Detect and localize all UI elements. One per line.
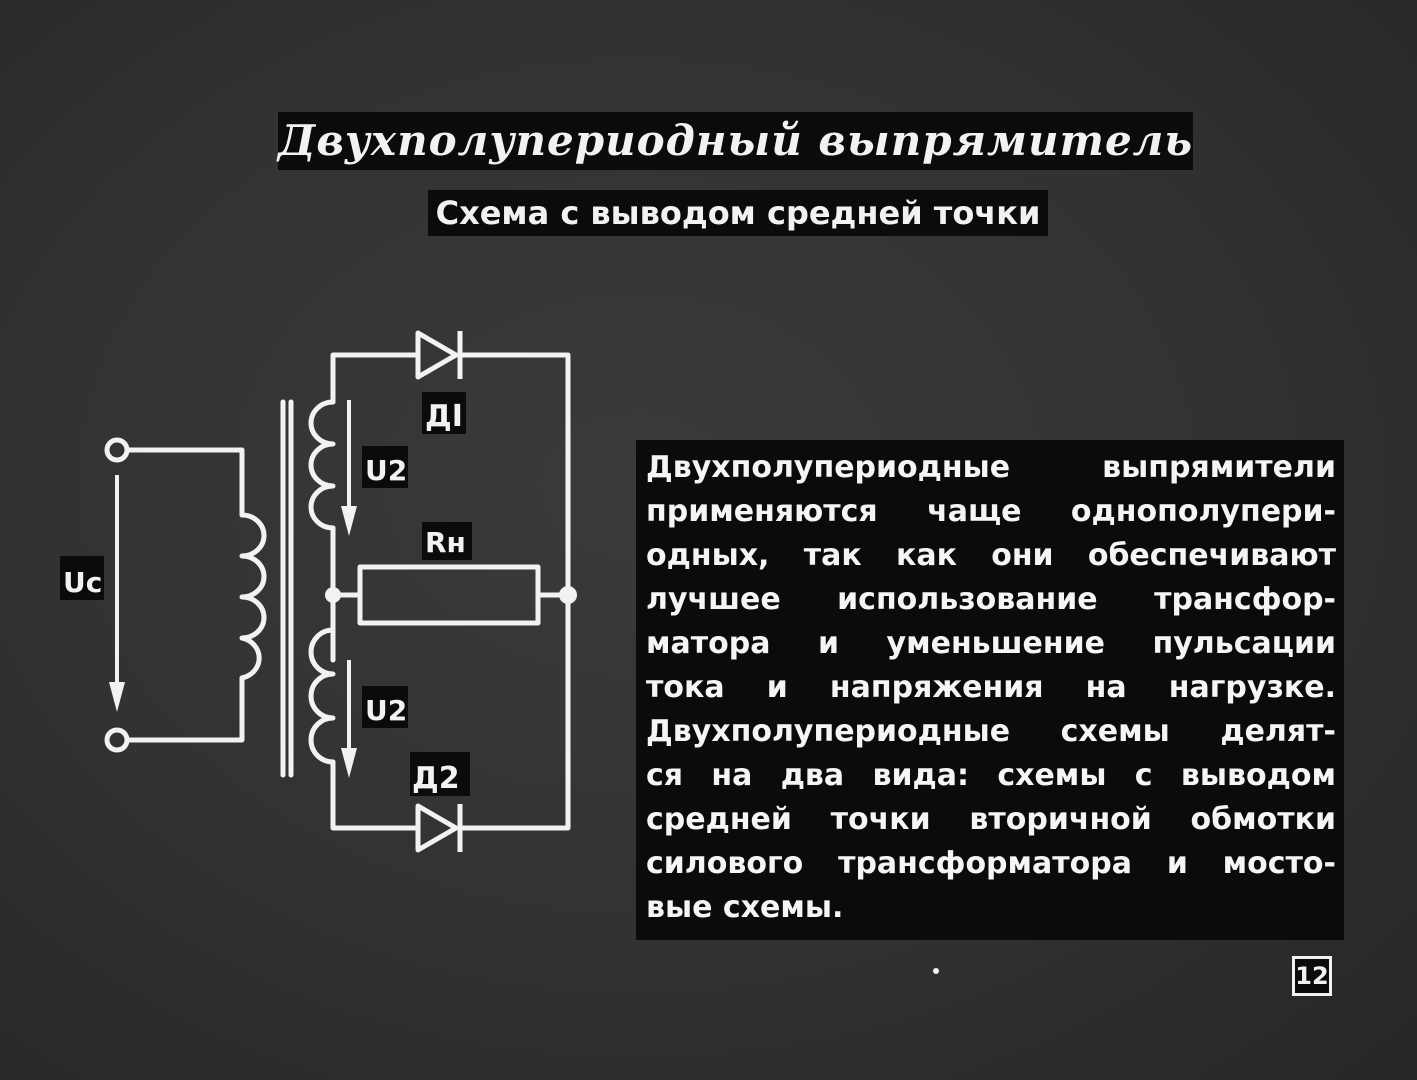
load-resistor xyxy=(357,564,541,626)
description-line: матора и уменьшение пульсации xyxy=(646,626,1336,661)
diode-bottom xyxy=(415,803,463,853)
description-line: ся на два вида: схемы с выводом xyxy=(646,758,1336,793)
secondary-voltage-top-label: U2 xyxy=(365,454,407,487)
output-junction xyxy=(559,586,577,604)
primary-winding xyxy=(239,512,267,681)
description-line: Двухполупериодные схемы делят- xyxy=(646,714,1336,749)
secondary-voltage-bottom-label: U2 xyxy=(365,694,407,727)
description-line: тока и напряжения на нагрузке. xyxy=(646,670,1336,705)
description-line: силового трансформатора и мосто- xyxy=(646,846,1336,881)
diode-top xyxy=(415,330,463,380)
page-number: 12 xyxy=(1292,956,1332,996)
load-resistor-label: Rн xyxy=(425,526,466,559)
description-line: применяются чаще однополупери- xyxy=(646,494,1336,529)
description-line: лучшее использование трансфор- xyxy=(646,582,1336,617)
secondary-winding-top xyxy=(308,399,336,531)
primary-wire-top xyxy=(124,447,245,518)
input-terminal-top xyxy=(104,437,130,463)
diode-bottom-label: Д2 xyxy=(412,761,460,796)
secondary-bottom-wire xyxy=(330,759,421,831)
description-line: вые схемы. xyxy=(646,890,844,925)
diode-top-output-wire xyxy=(457,352,571,831)
secondary-winding-bottom xyxy=(308,627,336,765)
description-line: средней точки вторичной обмотки xyxy=(646,802,1336,837)
diode-top-label: ДI xyxy=(425,399,463,434)
secondary-top-wire xyxy=(330,352,421,405)
description-text-block: Двухполупериодные выпрямители применяютс… xyxy=(636,440,1344,940)
speck-dot xyxy=(933,968,939,974)
description-line: Двухполупериодные выпрямители xyxy=(646,450,1336,485)
description-line: одных, так как они обеспечивают xyxy=(646,538,1336,573)
input-terminal-bottom xyxy=(104,727,130,753)
center-tap-junction xyxy=(325,587,341,603)
primary-wire-bottom xyxy=(124,675,245,743)
input-voltage-label: Uc xyxy=(63,566,102,599)
slide-title: Двухполупериодный выпрямитель xyxy=(278,112,1193,170)
slide-subtitle: Схема с выводом средней точки xyxy=(428,190,1048,236)
